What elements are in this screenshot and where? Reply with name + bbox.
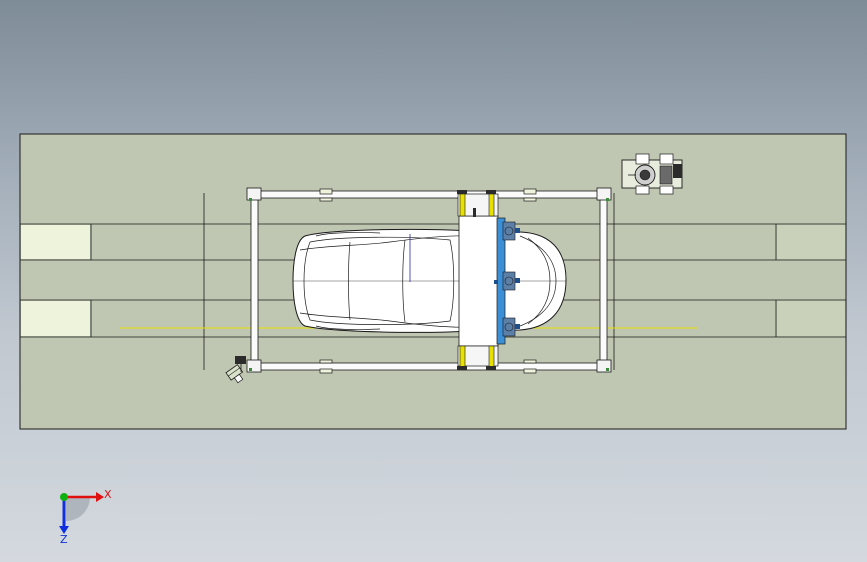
carriage-fastener <box>457 190 467 194</box>
scanner-bolt <box>515 228 520 233</box>
carriage-fastener <box>486 366 496 370</box>
carriage-yellow-guide <box>488 193 495 217</box>
vehicle[interactable] <box>292 228 567 333</box>
frame-rail-right[interactable] <box>599 190 608 371</box>
panel-left-lower[interactable] <box>21 301 90 336</box>
rail-clamp <box>523 368 537 374</box>
camera-sensor-icon[interactable] <box>225 364 246 385</box>
carriage-mount-top <box>457 193 499 217</box>
lane-lines <box>20 193 846 370</box>
gantry-frame[interactable] <box>246 187 612 374</box>
frame-bracket-foot <box>249 198 252 201</box>
frame-bracket-foot <box>606 198 609 201</box>
carriage-fastener <box>457 366 467 370</box>
rail-clamp <box>523 188 537 195</box>
carriage-mount-bottom <box>457 345 499 367</box>
triad-x-label: X <box>104 488 112 501</box>
triad-z-label: Z <box>60 533 68 546</box>
frame-bracket <box>596 187 612 201</box>
panel-left-upper[interactable] <box>21 225 90 259</box>
scanner-bolt <box>515 324 520 329</box>
frame-rail-left[interactable] <box>250 190 259 371</box>
rail-clamp <box>523 359 537 364</box>
frame-rail-top[interactable] <box>250 190 608 199</box>
scanner-lens <box>504 322 514 332</box>
frame-rail-bottom[interactable] <box>250 362 608 371</box>
scanner-bolt <box>494 280 498 284</box>
carriage-yellow-guide <box>459 345 466 369</box>
frame-bracket <box>246 187 262 201</box>
carriage-yellow-guide <box>459 193 466 217</box>
rail-clamp <box>523 197 537 202</box>
panel-right-upper[interactable] <box>777 225 845 259</box>
rail-clamp <box>319 188 333 195</box>
panel-right-lower[interactable] <box>777 301 845 336</box>
motor-unit-icon[interactable] <box>621 153 683 195</box>
coordinate-triad-icon: X Z <box>59 488 112 546</box>
scanner-lens <box>504 276 514 286</box>
rail-clamp <box>319 359 333 364</box>
rail-clamp <box>319 368 333 374</box>
camera-mount <box>235 356 246 372</box>
gantry-carriage[interactable] <box>457 190 520 370</box>
frame-bracket-foot <box>606 368 609 371</box>
frame-bracket-foot <box>249 368 252 371</box>
scanner-lens <box>504 226 514 236</box>
rail-clamp <box>319 197 333 202</box>
carriage-yellow-guide <box>488 345 495 369</box>
carriage-plate[interactable] <box>458 215 499 347</box>
carriage-fastener <box>486 190 496 194</box>
scanner-bolt <box>515 278 520 283</box>
carriage-fastener <box>473 208 476 217</box>
